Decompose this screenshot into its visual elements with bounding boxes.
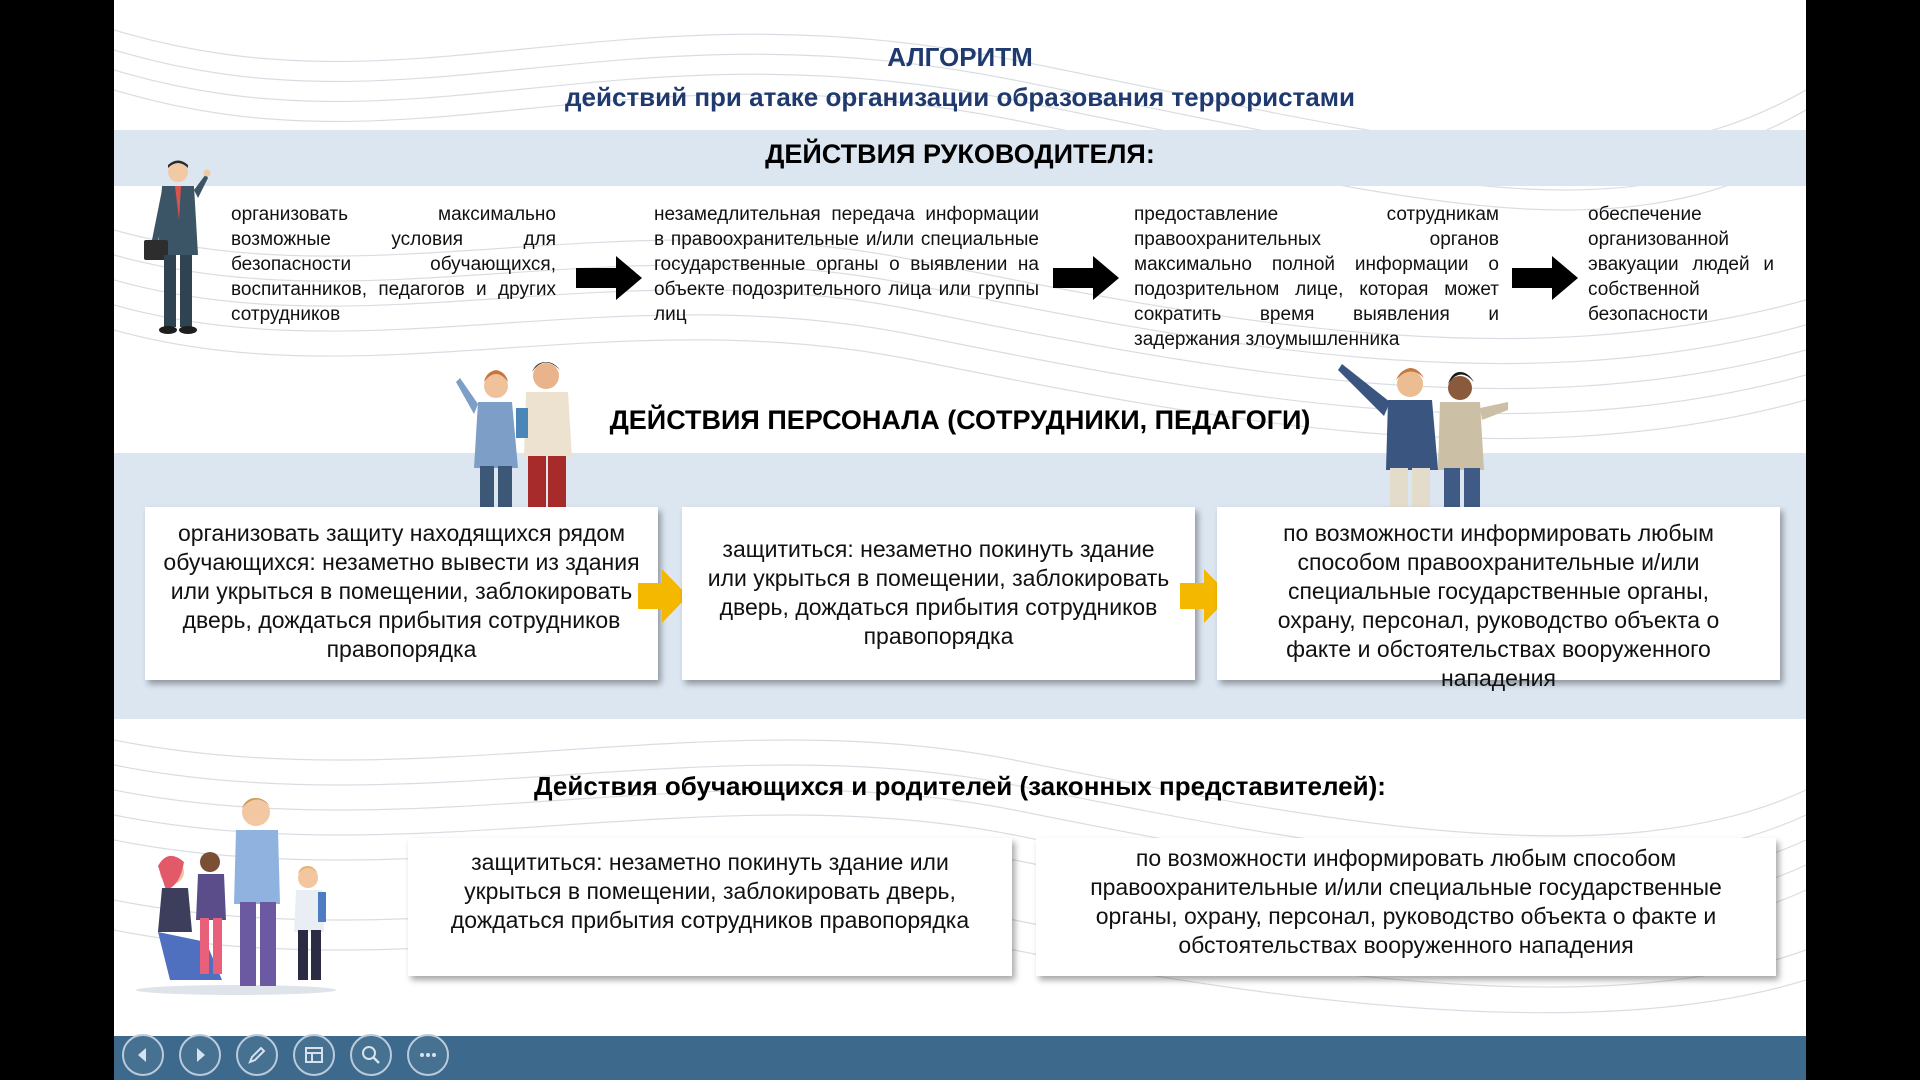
prev-icon — [138, 1048, 146, 1062]
pen-button[interactable] — [236, 1034, 278, 1076]
arrow-right-icon — [638, 569, 688, 623]
staff-card-2-text: защититься: незаметно покинуть здание ил… — [707, 536, 1170, 649]
staff-heading: ДЕЙСТВИЯ ПЕРСОНАЛА (СОТРУДНИКИ, ПЕДАГОГИ… — [609, 405, 1311, 435]
staff-card-2: защититься: незаметно покинуть здание ил… — [682, 507, 1195, 680]
officers-figure-icon — [1338, 364, 1508, 512]
leader-step-1: организовать максимально возможные услов… — [231, 204, 556, 325]
arrow-right-icon — [1053, 256, 1119, 300]
leader-band — [114, 130, 1806, 186]
students-heading: Действия обучающихся и родителей (законн… — [534, 771, 1386, 801]
more-options-button[interactable] — [407, 1034, 449, 1076]
prev-slide-button[interactable] — [122, 1034, 164, 1076]
staff-card-3-text: по возможности информировать любым спосо… — [1277, 520, 1720, 691]
students-card-2: по возможности информировать любым спосо… — [1036, 838, 1776, 976]
arrow-right-icon — [576, 256, 642, 300]
slide-title: АЛГОРИТМ — [887, 42, 1033, 72]
zoom-button[interactable] — [350, 1034, 392, 1076]
students-card-1-text: защититься: незаметно покинуть здание ил… — [450, 849, 970, 933]
family-figure-icon — [136, 798, 336, 995]
leader-heading: ДЕЙСТВИЯ РУКОВОДИТЕЛЯ: — [765, 139, 1155, 169]
students-card-1: защититься: незаметно покинуть здание ил… — [408, 838, 1012, 976]
staff-card-1: организовать защиту находящихся рядом об… — [145, 507, 658, 680]
presentation-toolbar — [114, 1036, 1806, 1080]
more-icon — [420, 1053, 436, 1057]
slides-icon — [305, 1047, 323, 1063]
leader-figure-icon — [144, 160, 211, 334]
slides-overview-button[interactable] — [293, 1034, 335, 1076]
leader-step-4: обеспечение организованной эвакуации люд… — [1588, 204, 1774, 325]
staff-card-1-text: организовать защиту находящихся рядом об… — [163, 520, 640, 662]
zoom-icon — [362, 1046, 380, 1064]
pen-icon — [248, 1046, 266, 1064]
students-card-2-text: по возможности информировать любым спосо… — [1090, 845, 1722, 958]
staff-card-3: по возможности информировать любым спосо… — [1217, 507, 1780, 691]
teachers-figure-icon — [456, 362, 572, 512]
next-icon — [197, 1048, 205, 1062]
leader-step-2: незамедлительная передача информации в п… — [654, 204, 1039, 325]
next-slide-button[interactable] — [179, 1034, 221, 1076]
arrow-right-icon — [1180, 569, 1230, 623]
slide-subtitle: действий при атаке организации образован… — [565, 82, 1355, 112]
arrow-right-icon — [1512, 256, 1578, 300]
leader-step-3: предоставление сотрудникам правоохраните… — [1134, 204, 1499, 350]
slide: АЛГОРИТМ действий при атаке организации … — [114, 0, 1806, 1080]
